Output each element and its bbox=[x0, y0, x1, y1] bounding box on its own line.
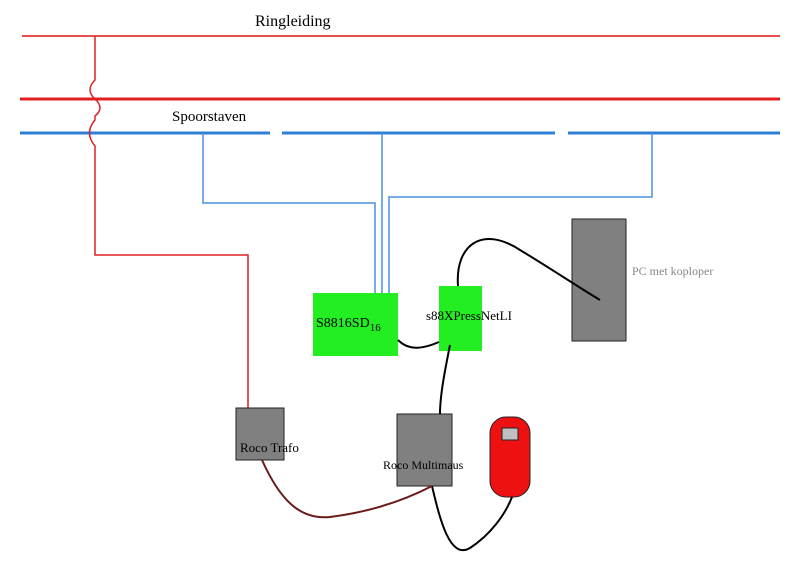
cable-multimaus-handset bbox=[431, 485, 513, 552]
pc-label: PC met koploper bbox=[632, 264, 714, 278]
roco-trafo-box bbox=[235, 407, 285, 461]
s8816-module bbox=[313, 293, 398, 356]
rail-feed-left bbox=[202, 133, 376, 293]
xpressnet-module bbox=[439, 286, 482, 351]
ring-feed-wire bbox=[88, 36, 249, 408]
cable-xpressnet-multimaus bbox=[439, 344, 451, 415]
rail-feed-right bbox=[388, 133, 653, 293]
cable-xpressnet-pc bbox=[456, 238, 601, 301]
spoorstaven-label: Spoorstaven bbox=[172, 109, 247, 125]
roco-multimaus-box bbox=[396, 413, 453, 487]
handset-display bbox=[501, 427, 519, 441]
s8816-label-main: S8816SD bbox=[316, 316, 370, 331]
handset bbox=[489, 416, 531, 498]
cable-trafo-multimaus bbox=[261, 459, 433, 519]
s8816-label: S8816SD16 bbox=[316, 317, 381, 334]
roco-multimaus-label: Roco Multimaus bbox=[383, 458, 464, 472]
ringleiding-label: Ringleiding bbox=[255, 13, 331, 30]
roco-trafo-label: Roco Trafo bbox=[240, 440, 299, 455]
pc-box bbox=[571, 218, 627, 342]
cable-s8816-xpressnet bbox=[397, 339, 440, 349]
xpressnet-label: s88XPressNetLI bbox=[426, 308, 512, 323]
s8816-label-sub: 16 bbox=[369, 321, 381, 334]
